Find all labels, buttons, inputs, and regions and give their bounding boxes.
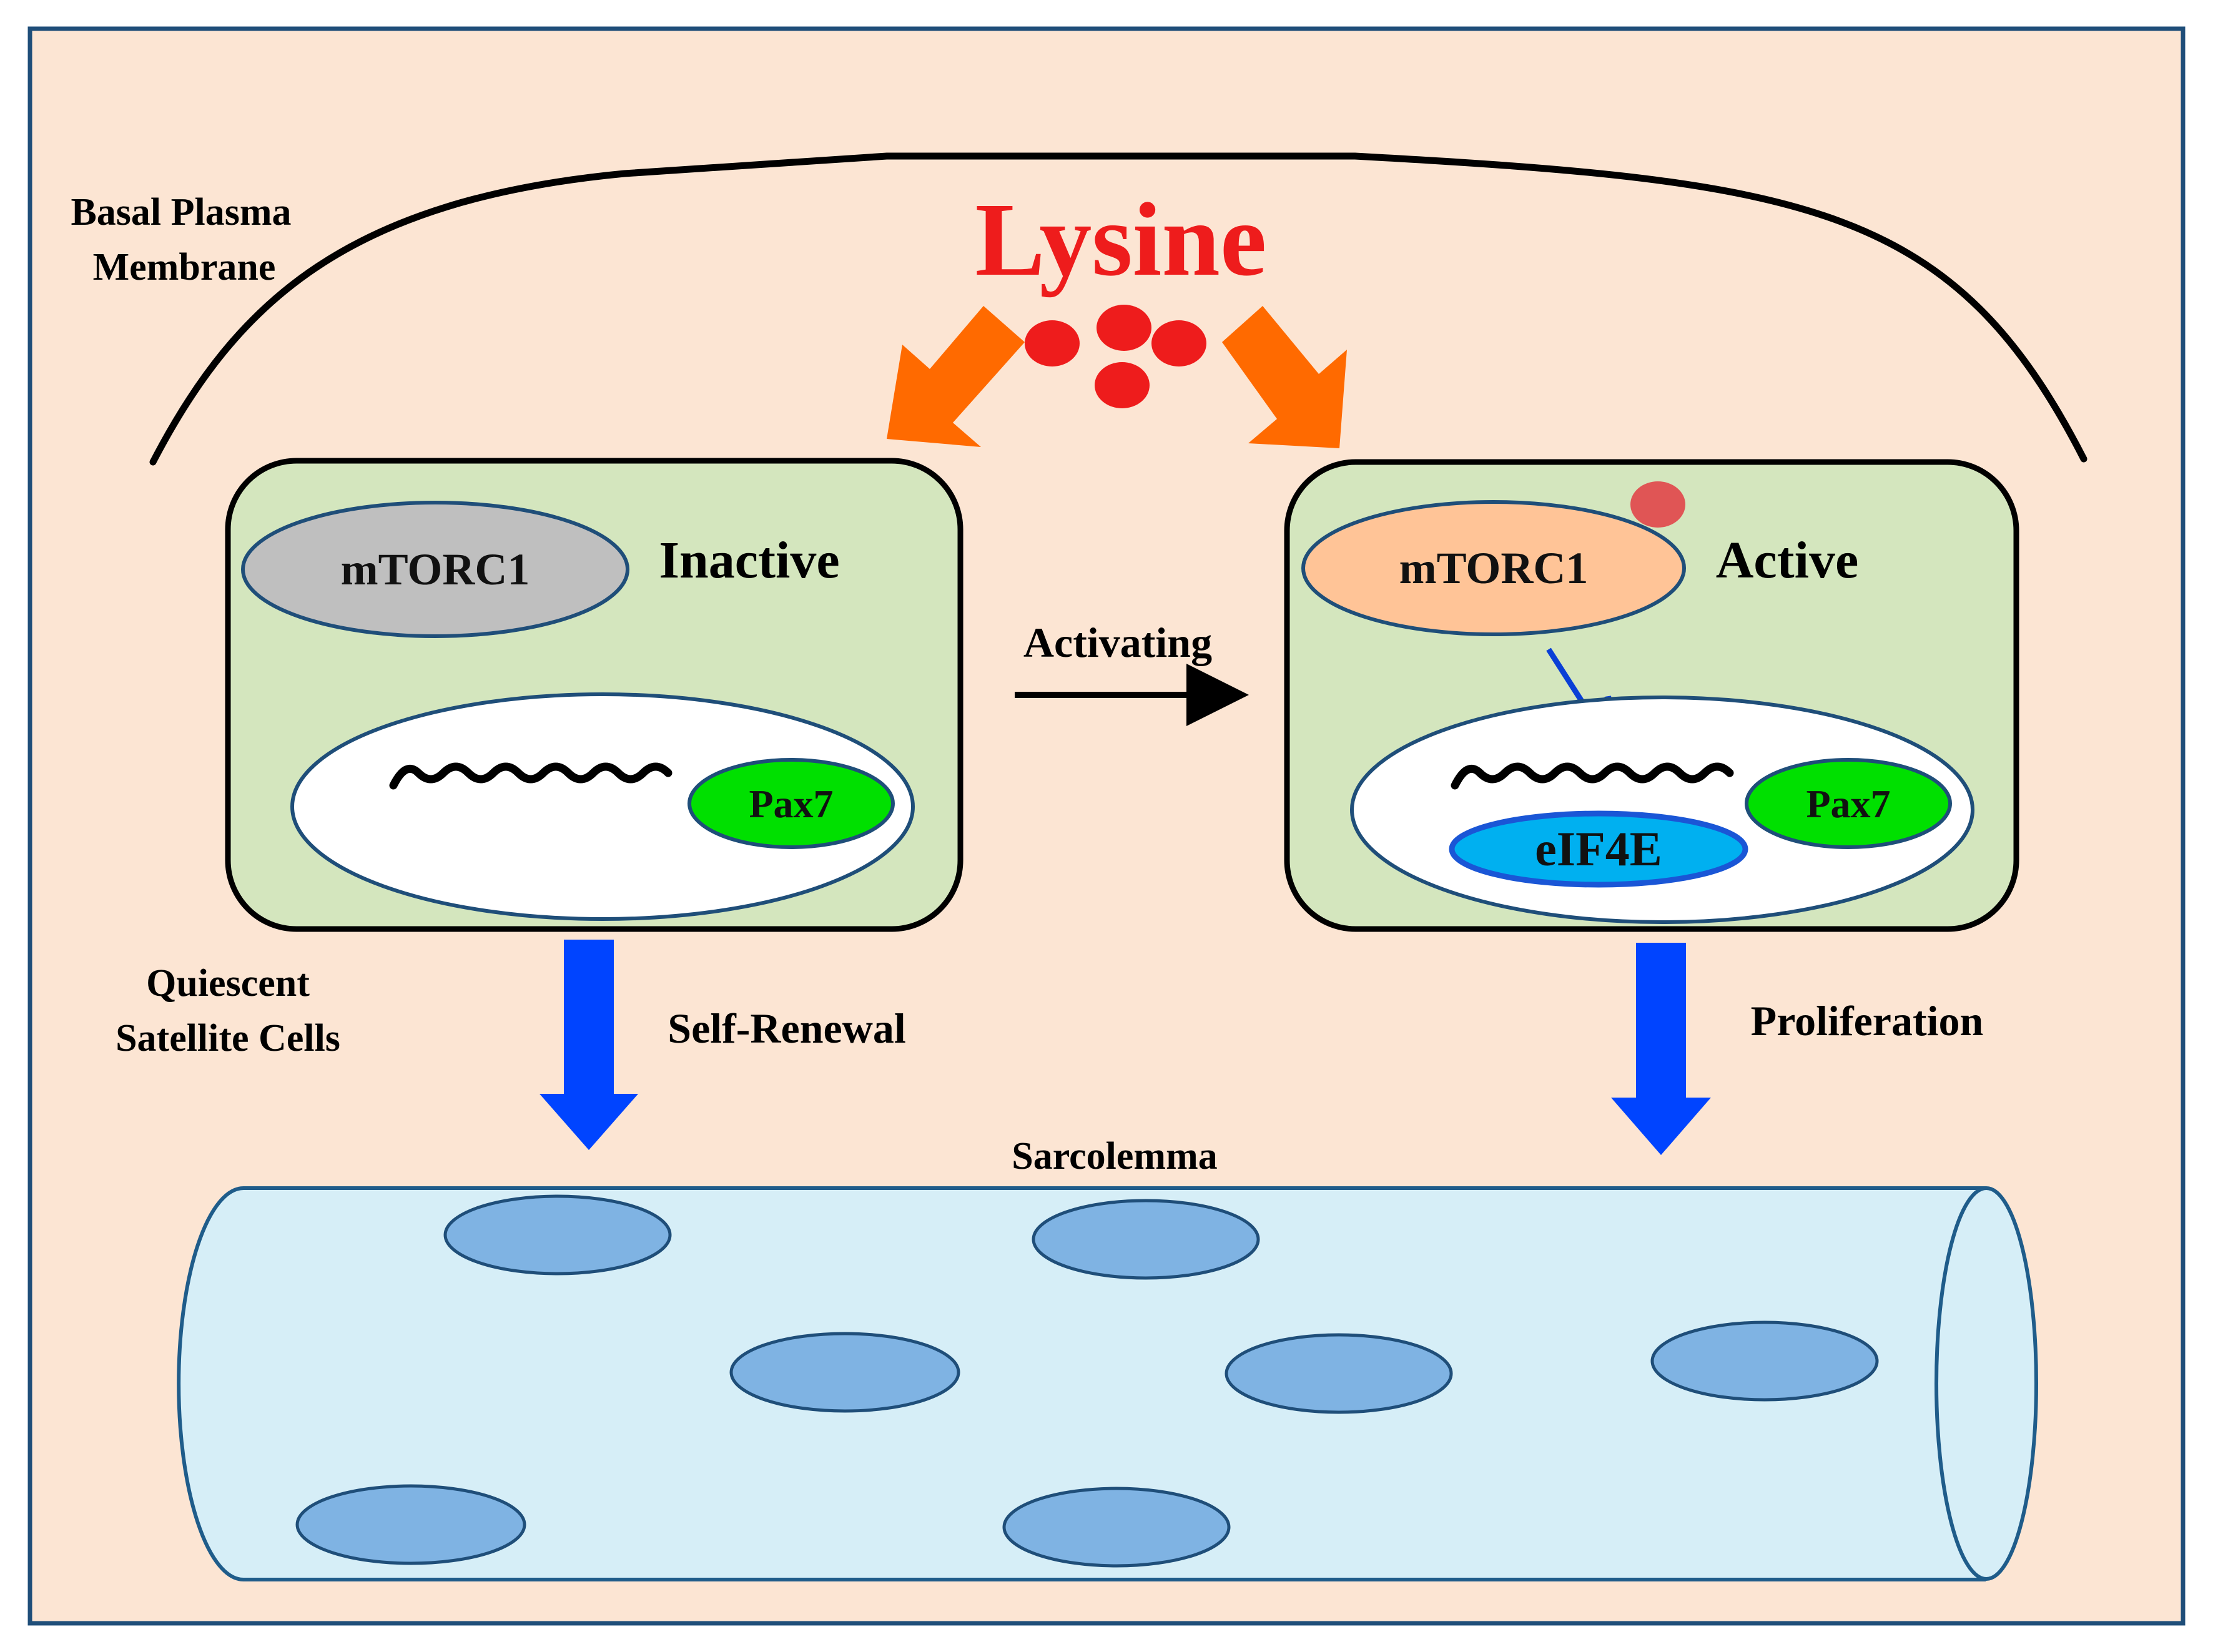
myonucleus	[1002, 1487, 1231, 1568]
lysine-molecule	[1095, 362, 1150, 408]
pax7-label-right: Pax7	[1806, 782, 1890, 826]
muscle-fiber	[177, 1186, 2038, 1581]
lysine-title: Lysine	[975, 182, 1267, 298]
lysine-molecule	[1025, 320, 1080, 366]
mrna-wave-left	[389, 762, 673, 790]
muscle-fiber-end-cap	[1935, 1186, 2038, 1581]
eif4e-factor	[1449, 810, 1748, 888]
mtorc1-active-complex	[1301, 500, 1686, 636]
active-satellite-cell: mTORC1 Active eIF4E Pax7	[1284, 459, 2019, 932]
eif4e-label: eIF4E	[1535, 822, 1662, 876]
proliferation-label: Proliferation	[1751, 997, 1984, 1045]
pax7-left	[688, 758, 895, 849]
self-renewal-arrow	[540, 940, 638, 1150]
myonucleus	[729, 1332, 960, 1413]
mtorc1-label-right: mTORC1	[1399, 543, 1589, 593]
pax7-label-left: Pax7	[749, 782, 833, 826]
quiescent-satellite-cells-label-line1: Quiescent	[146, 962, 310, 1005]
self-renewal-label: Self-Renewal	[668, 1005, 905, 1052]
quiescent-satellite-cells-label-line2: Satellite Cells	[116, 1017, 340, 1060]
mtorc1-inactive-complex	[241, 501, 629, 638]
mrna-wave-right	[1451, 762, 1734, 790]
myonucleus	[295, 1484, 526, 1565]
left-nucleus	[290, 692, 915, 921]
myonucleus	[443, 1194, 672, 1276]
active-label: Active	[1716, 531, 1859, 589]
orange-arrow-left	[887, 306, 1025, 447]
activating-label: Activating	[1023, 619, 1212, 666]
lysine-molecules	[1025, 305, 1206, 408]
myonucleus	[1225, 1333, 1453, 1414]
lysine-bound-dot	[1630, 481, 1685, 528]
basal-plasma-membrane-curve	[149, 152, 2087, 466]
basal-plasma-membrane-label-line1: Basal Plasma	[71, 191, 291, 234]
inactive-label: Inactive	[659, 531, 839, 589]
myonucleus	[1032, 1199, 1260, 1280]
myonucleus	[1650, 1320, 1879, 1402]
lysine-molecule	[1151, 320, 1206, 366]
muscle-fiber-body	[177, 1186, 1986, 1581]
mtorc1-label-left: mTORC1	[341, 544, 530, 594]
sarcolemma-label: Sarcolemma	[1012, 1135, 1217, 1178]
basal-plasma-membrane-label-line2: Membrane	[93, 246, 276, 288]
orange-arrow-right	[1222, 306, 1347, 448]
quiescent-satellite-cell: mTORC1 Inactive Pax7	[225, 458, 964, 932]
pax7-right	[1745, 758, 1952, 849]
proliferation-arrow	[1611, 943, 1711, 1155]
lysine-molecule	[1097, 305, 1151, 351]
